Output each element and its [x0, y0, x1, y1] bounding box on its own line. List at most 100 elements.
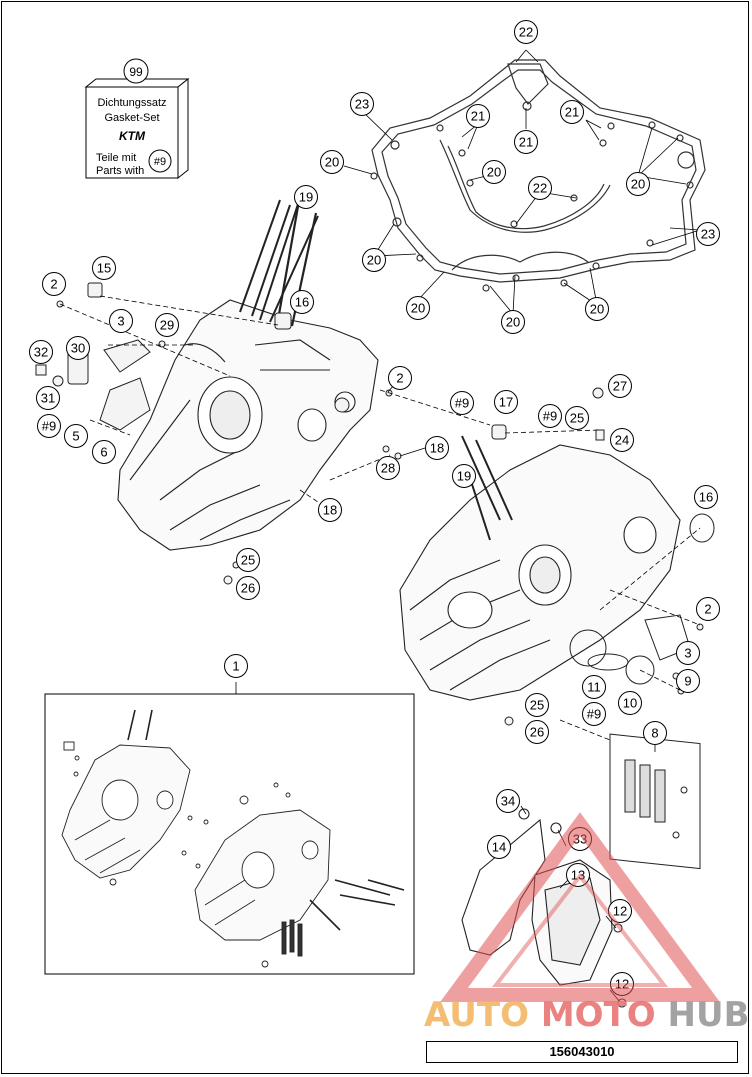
callout-3: 3 [109, 309, 133, 333]
callout-21: 21 [466, 104, 490, 128]
callout-16: 16 [290, 290, 314, 314]
callout-23: 23 [696, 222, 720, 246]
callout-label: 3 [117, 314, 124, 329]
callout-26: 26 [236, 576, 260, 600]
callout-label: #9 [587, 707, 601, 722]
callout-25: 25 [236, 548, 260, 572]
callout-label: 2 [50, 277, 57, 292]
callout-26: 26 [525, 720, 549, 744]
callout-circle [320, 150, 344, 174]
callout-22: 22 [514, 20, 538, 44]
callout-13: 13 [566, 863, 590, 887]
callout-24: 24 [610, 428, 634, 452]
callout-circle [64, 424, 88, 448]
callout-ref-9: #9 [37, 414, 61, 438]
callout-label: 28 [381, 461, 395, 476]
callout-circle [294, 185, 318, 209]
callout-ref-9: #9 [582, 702, 606, 726]
callout-20: 20 [406, 296, 430, 320]
callout-circle [560, 100, 584, 124]
right-crankcase-drawing [399, 435, 681, 701]
callout-16: 16 [694, 485, 718, 509]
callout-label: 25 [570, 411, 584, 426]
ktm-logo: KTM [119, 129, 146, 143]
callout-label: 9 [684, 674, 691, 689]
callout-circle [514, 20, 538, 44]
callout-label: 1 [232, 659, 239, 674]
callout-label: 26 [241, 581, 255, 596]
chain-guide-box [609, 733, 701, 870]
callout-20: 20 [320, 150, 344, 174]
callout-circle [696, 222, 720, 246]
callout-circle [565, 406, 589, 430]
callout-label: 30 [71, 341, 85, 356]
callout-2: 2 [388, 366, 412, 390]
callout-5: 5 [64, 424, 88, 448]
callout-circle [452, 464, 476, 488]
callout-label: 22 [519, 25, 533, 40]
callout-circle [37, 414, 61, 438]
callout-30: 30 [66, 336, 90, 360]
kit-line3: Teile mit [96, 152, 136, 164]
callout-circle [425, 436, 449, 460]
callout-circle [582, 675, 606, 699]
callout-label: 25 [530, 698, 544, 713]
callout-label: 20 [631, 177, 645, 192]
callout-circle [450, 391, 474, 415]
callout-label: 11 [587, 680, 601, 695]
callout-label: 13 [571, 868, 585, 883]
callout-18: 18 [425, 436, 449, 460]
callout-ref-9: #9 [538, 404, 562, 428]
callout-27: 27 [608, 374, 632, 398]
callout-circle [582, 702, 606, 726]
callout-circle [236, 576, 260, 600]
callout-circle [92, 256, 116, 280]
callout-label: 14 [492, 840, 506, 855]
callout-label: 26 [530, 725, 544, 740]
callout-circle [376, 456, 400, 480]
callout-label: 31 [41, 391, 55, 406]
callout-label: 16 [295, 295, 309, 310]
callout-21: 21 [560, 100, 584, 124]
callout-circle [362, 248, 386, 272]
callout-8: 8 [643, 721, 667, 745]
callout-circle [676, 641, 700, 665]
callout-circle [290, 290, 314, 314]
callout-circle [482, 160, 506, 184]
kit-ref: #9 [154, 156, 166, 168]
callout-label: 23 [355, 97, 369, 112]
callout-34: 34 [496, 789, 520, 813]
callout-31: 31 [36, 386, 60, 410]
callout-6: 6 [92, 440, 116, 464]
kit-line4: Parts with [96, 165, 144, 177]
callout-label: 19 [299, 190, 313, 205]
callout-circle [466, 104, 490, 128]
callout-circle [236, 548, 260, 572]
callout-circle [109, 309, 133, 333]
callout-label: 12 [615, 977, 629, 992]
callout-label: 22 [533, 181, 547, 196]
callout-label: #9 [455, 396, 469, 411]
callout-circle [676, 669, 700, 693]
callout-22: 22 [528, 176, 552, 200]
callout-20: 20 [626, 172, 650, 196]
callout-23: 23 [350, 92, 374, 116]
callout-label: 5 [72, 429, 79, 444]
callout-circle [514, 130, 538, 154]
callout-3: 3 [676, 641, 700, 665]
callout-circle [626, 172, 650, 196]
kit-number: 99 [129, 65, 143, 79]
callout-21: 21 [514, 130, 538, 154]
callout-label: 20 [487, 165, 501, 180]
callout-20: 20 [362, 248, 386, 272]
callout-2: 2 [42, 272, 66, 296]
callout-20: 20 [585, 297, 609, 321]
callout-label: 23 [701, 227, 715, 242]
callout-label: 8 [651, 726, 658, 741]
callout-20: 20 [482, 160, 506, 184]
callout-label: 2 [396, 371, 403, 386]
callout-label: 29 [160, 318, 174, 333]
callout-ref-9: #9 [450, 391, 474, 415]
